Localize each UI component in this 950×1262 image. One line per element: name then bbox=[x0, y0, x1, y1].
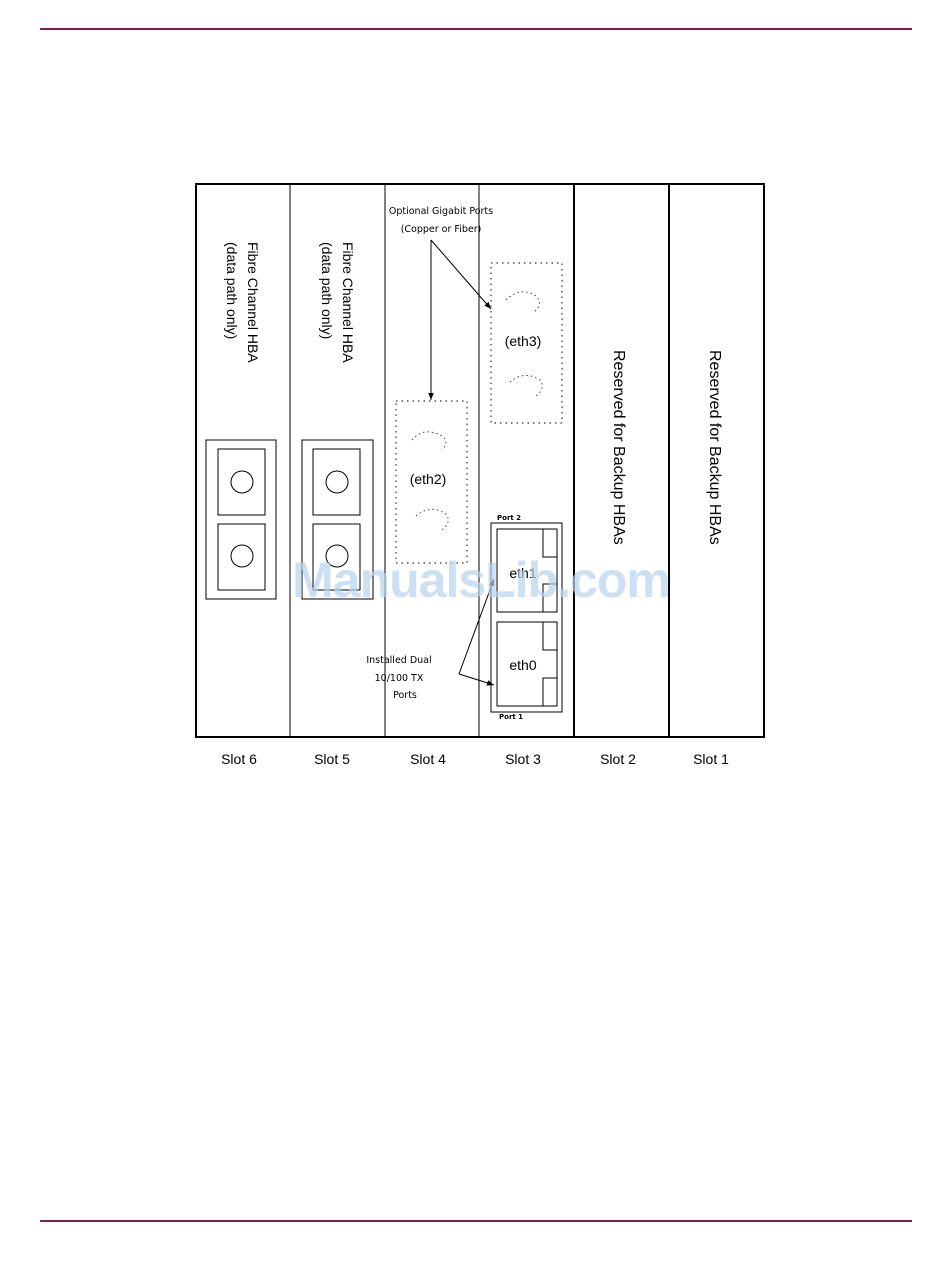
slot1-label: Slot 1 bbox=[664, 751, 758, 767]
slot6-card-line2: (data path only) bbox=[224, 242, 240, 339]
port1-label: Port 1 bbox=[499, 713, 523, 721]
optional-ports-callout-line2: (Copper or Fiber) bbox=[401, 224, 482, 235]
slot3-installed-ports: Port 2 eth1 eth0 Port 1 bbox=[491, 514, 562, 721]
slot1-card-label: Reserved for Backup HBAs bbox=[706, 350, 723, 545]
slot5-label: Slot 5 bbox=[285, 751, 379, 767]
callout-arrow bbox=[459, 674, 494, 685]
optional-port-connector-icon bbox=[416, 509, 448, 530]
fc-port bbox=[218, 449, 265, 515]
slot5-card: Fibre Channel HBA (data path only) bbox=[302, 242, 373, 599]
slot4-label: Slot 4 bbox=[381, 751, 475, 767]
optional-port-connector-icon bbox=[506, 292, 540, 312]
slot6-card: Fibre Channel HBA (data path only) bbox=[206, 242, 276, 599]
eth0-port-latch bbox=[543, 622, 557, 650]
slot5-card-line1: Fibre Channel HBA bbox=[340, 242, 356, 363]
callout-arrow bbox=[431, 240, 491, 309]
slot6-card-line1: Fibre Channel HBA bbox=[245, 242, 261, 363]
optional-port-connector-icon bbox=[412, 432, 446, 450]
slot3-optional-port: (eth3) bbox=[491, 263, 562, 423]
port2-label: Port 2 bbox=[497, 514, 521, 522]
slot3-optional-port-label: (eth3) bbox=[505, 333, 542, 349]
chassis-outline bbox=[196, 184, 764, 737]
installed-ports-callout-line2: 10/100 TX bbox=[375, 673, 424, 684]
watermark: ManualsLib.com bbox=[0, 551, 950, 609]
fc-port-icon bbox=[326, 471, 348, 493]
installed-ports-callout-line3: Ports bbox=[393, 690, 417, 701]
eth0-label: eth0 bbox=[509, 657, 536, 673]
slot6-label: Slot 6 bbox=[192, 751, 286, 767]
slot4-optional-port: (eth2) bbox=[396, 401, 467, 563]
optional-ports-callout-line1: Optional Gigabit Ports bbox=[389, 206, 493, 217]
installed-ports-callout-line1: Installed Dual bbox=[366, 655, 431, 666]
slot4-port-label: (eth2) bbox=[410, 471, 447, 487]
slot5-card-line2: (data path only) bbox=[319, 242, 335, 339]
optional-port-connector-icon bbox=[510, 375, 542, 396]
fc-port-icon bbox=[231, 471, 253, 493]
eth0-port-latch bbox=[543, 678, 557, 706]
slot2-label: Slot 2 bbox=[571, 751, 665, 767]
slot3-label: Slot 3 bbox=[476, 751, 570, 767]
fc-port bbox=[313, 449, 360, 515]
slot2-card-label: Reserved for Backup HBAs bbox=[610, 350, 627, 545]
